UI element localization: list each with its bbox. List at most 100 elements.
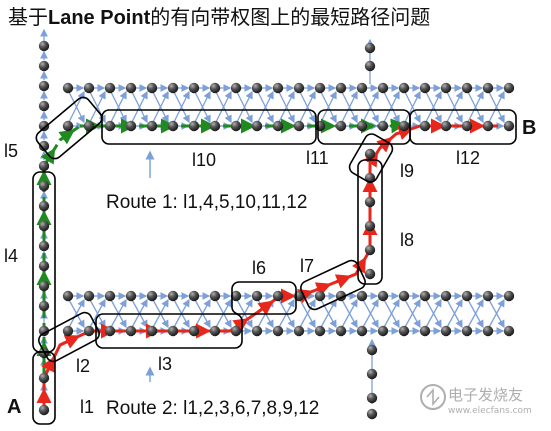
lane-label-l7: l7 [300, 256, 314, 276]
lane-point-node [440, 290, 452, 302]
lane-point-node [335, 120, 347, 132]
lane-box-l12 [409, 109, 517, 145]
lane-point-node [83, 120, 95, 132]
lane-point-node [167, 82, 179, 94]
lane-point-node [272, 120, 284, 132]
network-edge [445, 297, 463, 329]
network-edge [88, 298, 106, 330]
network-edge [151, 90, 169, 125]
lane-point-node [38, 220, 50, 232]
lane-point-node [377, 120, 389, 132]
lane-point-node [251, 82, 263, 94]
lane-point-node [209, 82, 221, 94]
lane-point-node [38, 100, 50, 112]
lane-point-node [230, 325, 242, 337]
lane-point-node [398, 290, 410, 302]
watermark: 电子发烧友 www.elecfans.com [420, 384, 532, 416]
network-edge [487, 298, 505, 330]
lane-point-node [356, 290, 368, 302]
network-edge [403, 90, 421, 125]
route-arrow [257, 300, 274, 316]
network-edge [235, 89, 253, 124]
lane-point-node [38, 404, 50, 416]
lane-point-node [38, 300, 50, 312]
lane-point-node [503, 290, 515, 302]
lane-point-node [146, 82, 158, 94]
lane-point-node [38, 280, 50, 292]
lane-point-node [293, 120, 305, 132]
network-edge [445, 298, 463, 330]
route-path [42, 124, 498, 410]
lane-point-node [62, 82, 74, 94]
network-edge [193, 90, 211, 125]
lane-point-node [314, 290, 326, 302]
lane-point-node [293, 325, 305, 337]
network-edge [151, 297, 169, 329]
network-edge [67, 297, 85, 329]
lane-label-l4: l4 [4, 246, 18, 266]
network-edge [193, 89, 211, 124]
network-edge [403, 89, 421, 124]
lane-point-node [419, 290, 431, 302]
watermark-logo-icon [420, 384, 446, 410]
lane-point-node [209, 290, 221, 302]
lane-point-node [38, 160, 50, 172]
network-edge [298, 89, 316, 124]
network-edge [67, 298, 85, 330]
lane-label-l10: l10 [192, 150, 216, 170]
lane-box-l8 [357, 159, 383, 285]
network-edge [256, 90, 274, 125]
lane-point-node [482, 120, 494, 132]
network-edge [277, 89, 295, 124]
lane-point-node [314, 325, 326, 337]
lane-point-node [356, 325, 368, 337]
lane-point-node [104, 325, 116, 337]
lane-point-node [482, 290, 494, 302]
lane-point-node [364, 244, 376, 256]
lane-point-node [38, 200, 50, 212]
lane-point-node [503, 120, 515, 132]
lane-point-node [104, 120, 116, 132]
lane-point-node [440, 325, 452, 337]
lane-point-node [125, 290, 137, 302]
network-edge [382, 90, 400, 125]
lane-point-node [146, 120, 158, 132]
route1-label: Route 1: l1,4,5,10,11,12 [106, 192, 307, 213]
lane-box-l6 [231, 281, 297, 315]
network-edge [235, 297, 253, 329]
network-edge [340, 298, 358, 330]
network-edge [466, 298, 484, 330]
network-edge [382, 89, 400, 124]
lane-point-node [209, 120, 221, 132]
lane-point-node [38, 140, 50, 152]
network-edge [340, 297, 358, 329]
network-edge [361, 298, 379, 330]
lane-point-node [62, 290, 74, 302]
network-edge [172, 90, 190, 125]
lane-box-l7 [300, 259, 366, 311]
lane-label-l6: l6 [252, 258, 266, 278]
network-edge [319, 298, 337, 330]
lane-box-l5 [35, 96, 103, 160]
lane-point-node [398, 82, 410, 94]
lane-point-node [366, 408, 378, 420]
network-edge [445, 89, 463, 124]
lane-point-node [38, 60, 50, 72]
lane-point-node [38, 240, 50, 252]
lane-point-node [146, 325, 158, 337]
network-edge [277, 297, 295, 329]
lane-point-node [398, 325, 410, 337]
route-arrow [389, 118, 406, 134]
lane-point-node [38, 260, 50, 272]
route-arrows [36, 118, 498, 410]
lane-box-l9 [348, 133, 394, 183]
lane-point-node [125, 325, 137, 337]
lane-point-node [293, 82, 305, 94]
lane-point-node [209, 325, 221, 337]
lane-point-node [230, 120, 242, 132]
lane-point-node [38, 372, 50, 384]
network-edge [109, 90, 127, 125]
lane-point-node [461, 82, 473, 94]
start-point-label: A [7, 396, 21, 418]
lane-point-node [335, 82, 347, 94]
